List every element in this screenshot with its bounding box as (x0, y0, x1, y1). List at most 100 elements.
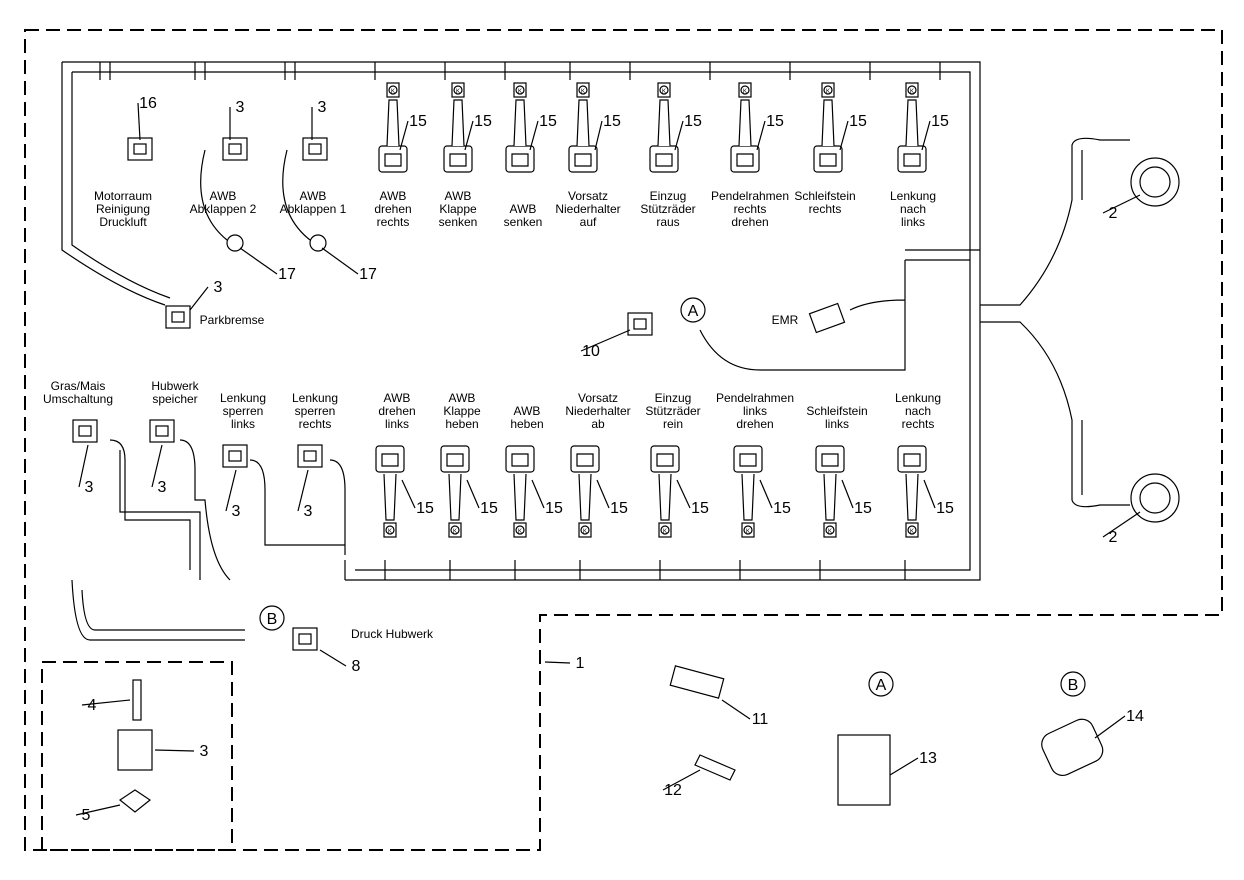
label-bottom-5: Klappe (443, 404, 481, 418)
detail-ref-B: B (267, 611, 278, 628)
cable-sleeve (578, 473, 592, 521)
leader-line (399, 120, 409, 151)
label-top-0: Druckluft (99, 215, 147, 229)
marker-circle (580, 525, 590, 535)
t-fitting (669, 665, 725, 699)
connector-socket (303, 450, 317, 462)
cable-sleeve (576, 99, 590, 147)
round-connector-face (1139, 482, 1171, 514)
valve-connector: K (815, 445, 845, 538)
marker-letter: K (662, 89, 666, 95)
seal (118, 789, 152, 813)
marker-circle (660, 525, 670, 535)
callout-16: 16 (139, 95, 157, 112)
connector-socket (298, 633, 312, 645)
label-misc: Parkbremse (200, 313, 265, 327)
leader-line (923, 479, 936, 509)
callout-3: 3 (200, 743, 209, 760)
label-bottom-4: AWB (384, 391, 411, 405)
label-top-10: links (901, 215, 925, 229)
marker-circle (743, 525, 753, 535)
detail-ref-circle (259, 605, 285, 631)
marker-circle (515, 525, 525, 535)
callout-3: 3 (85, 479, 94, 496)
callout-8: 8 (352, 658, 361, 675)
label-top-1: AWB (210, 189, 237, 203)
detail-ref-A: A (688, 303, 699, 320)
marker-circle (907, 85, 917, 95)
connector (222, 137, 248, 161)
callout-12: 12 (664, 782, 682, 799)
label-bottom-8: Stützräder (645, 404, 700, 418)
valve-connector: K (649, 82, 679, 173)
leader-line (889, 757, 919, 776)
pressure-switch-14 (1041, 718, 1104, 777)
k-marker: K (657, 82, 671, 98)
marker-letter: K (746, 529, 750, 535)
marker-letter: K (518, 89, 522, 95)
valve-connector: K (505, 445, 535, 538)
marker-circle (825, 525, 835, 535)
leader-line (721, 699, 751, 720)
label-bottom-10: links (825, 417, 849, 431)
leader-line (75, 804, 121, 816)
harness-band (980, 137, 1130, 508)
k-marker: K (905, 82, 919, 98)
label-bottom-2: Lenkung (220, 391, 266, 405)
callout-15: 15 (409, 113, 427, 130)
valve-connector: K (650, 445, 680, 538)
label-bottom-3: sperren (295, 404, 336, 418)
marker-letter: K (581, 89, 585, 95)
valve-connector: K (505, 82, 535, 173)
connector-socket (739, 453, 757, 467)
marker-letter: K (388, 529, 392, 535)
label-top-4: Klappe (439, 202, 477, 216)
marker-circle (823, 85, 833, 95)
leader-line (596, 479, 610, 509)
marker-circle (740, 85, 750, 95)
callout-3: 3 (232, 503, 241, 520)
callout-4: 4 (88, 697, 97, 714)
callout-15: 15 (684, 113, 702, 130)
label-bottom-4: drehen (378, 404, 415, 418)
label-top-2: Abklappen 1 (280, 202, 347, 216)
harness-band (71, 579, 245, 641)
cable-sleeve (658, 473, 672, 521)
k-marker: K (576, 82, 590, 98)
detail-ref-circle (680, 297, 706, 323)
assembly-boundary (24, 29, 1223, 851)
label-bottom-7: ab (591, 417, 605, 431)
connector-socket (821, 453, 839, 467)
label-top-3: rechts (377, 215, 410, 229)
label-bottom-11: Lenkung (895, 391, 941, 405)
callout-14: 14 (1126, 708, 1144, 725)
callout-15: 15 (766, 113, 784, 130)
label-bottom-4: links (385, 417, 409, 431)
cable-sleeve (741, 473, 755, 521)
k-marker: K (738, 82, 752, 98)
marker-letter: K (391, 89, 395, 95)
callout-1: 1 (576, 655, 585, 672)
callout-15: 15 (416, 500, 434, 517)
connector-socket (511, 153, 529, 167)
k-marker: K (451, 82, 465, 98)
connector-socket (78, 425, 92, 437)
label-bottom-3: rechts (299, 417, 332, 431)
label-top-0: Reinigung (96, 202, 150, 216)
leader-line (841, 479, 854, 509)
label-bottom-2: links (231, 417, 255, 431)
label-top-10: nach (900, 202, 926, 216)
callout-10: 10 (582, 343, 600, 360)
label-bottom-6: heben (510, 417, 543, 431)
label-top-4: AWB (445, 189, 472, 203)
connector-socket (903, 153, 921, 167)
label-top-8: rechts (734, 202, 767, 216)
marker-circle (450, 525, 460, 535)
label-bottom-5: heben (445, 417, 478, 431)
marker-circle (453, 85, 463, 95)
connector-socket (381, 453, 399, 467)
connector (627, 312, 653, 336)
leader-line (594, 120, 603, 151)
k-marker: K (513, 522, 527, 538)
marker-circle (659, 85, 669, 95)
